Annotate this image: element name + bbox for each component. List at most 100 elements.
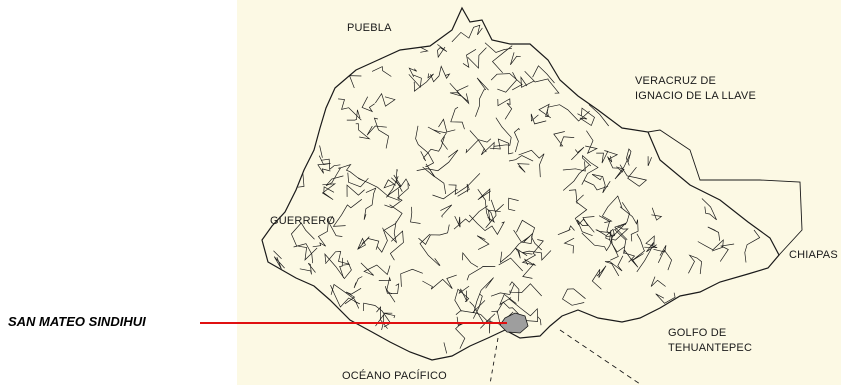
municipal-boundary <box>440 204 453 218</box>
municipal-boundary <box>319 145 323 158</box>
municipal-boundary <box>416 149 459 172</box>
municipal-boundary <box>375 313 385 330</box>
municipal-boundary <box>515 247 528 259</box>
municipal-boundary <box>619 164 648 187</box>
municipal-boundary <box>469 130 492 143</box>
municipal-boundary <box>419 233 441 266</box>
municipal-boundary <box>614 154 631 180</box>
municipal-boundary <box>330 285 361 308</box>
label-oceano-pacifico: OCÉANO PACÍFICO <box>342 370 447 382</box>
municipal-boundary <box>389 230 404 261</box>
municipal-boundary <box>344 287 362 305</box>
municipal-boundary <box>585 130 598 154</box>
municipal-boundary <box>513 127 520 153</box>
dashed-boundary-2 <box>489 337 499 385</box>
label-golfo-line2: TEHUANTEPEC <box>668 342 753 354</box>
municipal-boundary <box>422 163 447 195</box>
municipal-boundary <box>418 224 450 245</box>
municipal-boundary <box>611 226 629 241</box>
municipal-boundary <box>346 184 365 197</box>
municipal-boundary <box>298 245 318 261</box>
municipal-boundary <box>467 47 487 69</box>
municipal-boundary <box>604 255 624 277</box>
municipal-boundary <box>576 216 595 237</box>
municipal-boundary <box>290 222 315 247</box>
municipal-boundary <box>458 285 470 302</box>
municipal-boundary <box>644 235 658 249</box>
municipal-boundary <box>355 123 371 140</box>
municipal-boundary <box>472 293 483 319</box>
municipal-boundary <box>400 268 423 287</box>
municipal-boundary <box>339 257 344 279</box>
municipal-boundary <box>448 173 481 195</box>
municipal-boundary <box>484 42 512 53</box>
municipal-boundary <box>521 239 544 266</box>
municipal-boundary <box>509 283 542 297</box>
municipal-boundary <box>650 276 666 287</box>
municipal-boundary <box>384 183 409 209</box>
municipal-boundary <box>574 194 595 233</box>
san-mateo-sindihui-shape[interactable] <box>499 312 529 334</box>
municipal-boundary <box>449 82 469 102</box>
municipal-boundary <box>330 283 360 309</box>
municipal-boundary <box>518 149 545 178</box>
municipal-boundary <box>293 243 314 264</box>
municipal-boundary <box>320 158 341 171</box>
municipal-boundary <box>577 107 595 127</box>
municipal-boundary <box>562 288 586 306</box>
municipal-boundary <box>530 113 547 125</box>
municipal-boundary <box>466 266 496 281</box>
municipal-boundary <box>568 189 578 204</box>
municipal-boundary <box>408 74 422 88</box>
municipal-boundary <box>475 77 489 117</box>
municipal-boundary <box>410 206 421 224</box>
municipal-boundary <box>538 103 551 119</box>
municipal-boundary <box>508 197 519 212</box>
municipal-boundary <box>584 180 609 191</box>
municipal-boundary <box>361 96 375 113</box>
municipal-boundary <box>499 236 531 264</box>
municipal-boundary <box>465 139 487 154</box>
municipal-boundary <box>508 298 538 322</box>
municipal-boundary <box>562 164 590 191</box>
municipal-boundary <box>636 242 657 273</box>
municipal-boundary <box>395 168 403 192</box>
municipal-boundary <box>653 245 667 256</box>
municipal-boundary <box>450 106 465 130</box>
municipal-boundary <box>557 225 575 236</box>
municipal-boundary <box>324 253 352 280</box>
label-golfo-de-tehuantepec: GOLFO DE TEHUANTEPEC <box>668 326 752 356</box>
municipal-boundary <box>462 49 477 68</box>
municipal-boundary <box>348 75 362 89</box>
municipal-boundary <box>477 189 501 222</box>
map-background <box>237 0 841 385</box>
municipal-boundary <box>469 214 505 236</box>
municipal-boundary <box>707 226 721 241</box>
municipal-boundary <box>595 229 619 261</box>
municipal-boundary <box>453 205 488 230</box>
municipal-boundary <box>328 215 343 237</box>
municipal-boundary <box>299 262 316 275</box>
municipal-boundary <box>651 207 663 221</box>
municipal-boundary <box>386 174 402 198</box>
municipal-boundary <box>376 305 388 329</box>
municipal-boundary <box>499 293 517 306</box>
municipal-boundary <box>626 148 632 166</box>
municipal-boundary <box>432 189 458 200</box>
municipal-boundary <box>647 156 652 167</box>
municipal-boundary <box>360 262 391 276</box>
municipal-boundary <box>420 136 445 162</box>
municipal-boundary <box>581 154 599 185</box>
municipal-boundary <box>273 250 282 260</box>
municipal-boundary <box>480 141 495 156</box>
municipal-boundary <box>591 265 607 290</box>
municipal-boundary <box>438 118 456 133</box>
municipal-boundary <box>332 199 363 227</box>
label-veracruz-line1: VERACRUZ DE <box>635 75 717 87</box>
municipal-boundary <box>476 235 490 250</box>
municipal-boundary <box>353 276 363 289</box>
municipal-boundary <box>601 195 623 223</box>
municipal-boundary <box>373 117 389 149</box>
municipal-boundary <box>378 276 391 290</box>
label-golfo-line1: GOLFO DE <box>668 327 727 339</box>
